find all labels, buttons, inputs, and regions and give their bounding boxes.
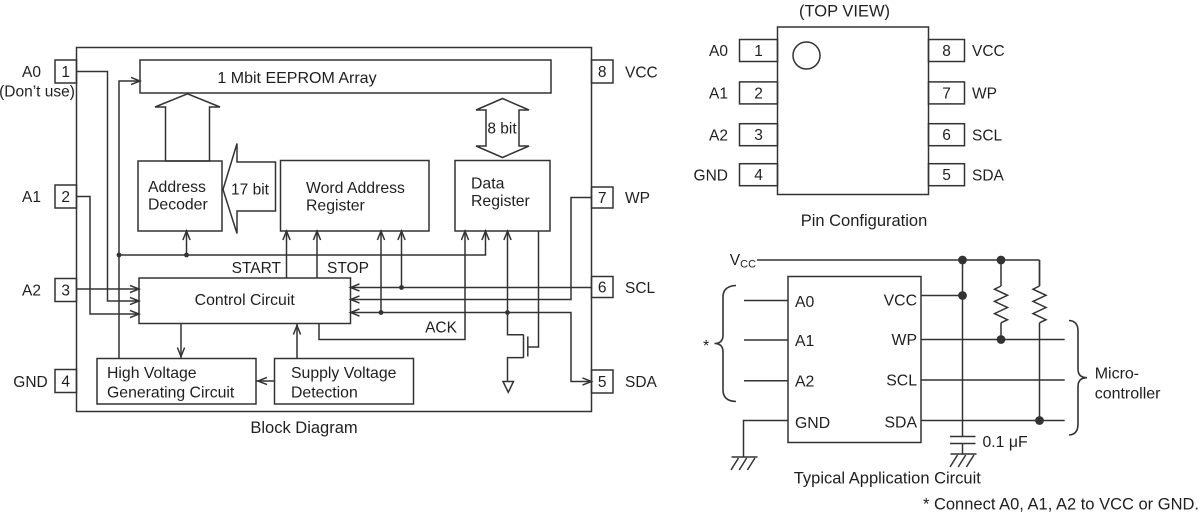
svg-text:Decoder: Decoder (148, 197, 208, 214)
svg-text:SDA: SDA (625, 374, 658, 391)
svg-text:SCL: SCL (972, 127, 1003, 144)
svg-text:0.1 μF: 0.1 μF (983, 434, 1028, 451)
svg-text:(Don’t use): (Don’t use) (0, 84, 75, 101)
svg-text:A0: A0 (22, 64, 41, 81)
svg-text:Register: Register (471, 193, 530, 210)
svg-text:Pin Configuration: Pin Configuration (801, 212, 928, 230)
svg-text:2: 2 (61, 189, 70, 206)
svg-text:GND: GND (795, 415, 830, 432)
svg-text:WP: WP (972, 86, 997, 103)
svg-text:controller: controller (1095, 386, 1161, 403)
svg-text:A1: A1 (795, 333, 815, 350)
svg-text:Word Address: Word Address (306, 180, 405, 197)
svg-text:6: 6 (598, 280, 607, 297)
svg-text:GND: GND (13, 374, 47, 391)
svg-text:Detection: Detection (291, 385, 358, 402)
svg-text:SCL: SCL (625, 280, 656, 297)
svg-text:SDA: SDA (885, 415, 918, 432)
svg-text:VCC: VCC (972, 43, 1005, 60)
svg-text:4: 4 (754, 167, 763, 184)
svg-text:Data: Data (471, 176, 505, 193)
svg-text:Supply Voltage: Supply Voltage (291, 365, 397, 382)
svg-text:GND: GND (694, 167, 728, 184)
svg-text:1: 1 (754, 43, 763, 60)
svg-text:2: 2 (754, 85, 763, 102)
svg-text:A2: A2 (22, 283, 41, 300)
svg-text:8 bit: 8 bit (487, 121, 517, 138)
svg-text:WP: WP (625, 190, 650, 207)
svg-text:Register: Register (306, 198, 365, 215)
svg-text:WP: WP (892, 332, 917, 349)
svg-text:Typical Application Circuit: Typical Application Circuit (794, 470, 981, 488)
svg-text:Micro-: Micro- (1095, 366, 1139, 383)
svg-text:VCC: VCC (625, 64, 658, 81)
svg-text:A2: A2 (795, 374, 814, 391)
svg-text:A1: A1 (709, 86, 728, 103)
svg-text:8: 8 (598, 64, 607, 81)
svg-text:7: 7 (598, 190, 607, 207)
svg-text:Control Circuit: Control Circuit (195, 292, 296, 309)
svg-text:3: 3 (754, 127, 763, 144)
svg-text:A0: A0 (709, 43, 728, 60)
svg-text:A1: A1 (22, 189, 41, 206)
svg-text:VCC: VCC (884, 293, 917, 310)
svg-text:Address: Address (148, 179, 206, 196)
svg-text:A2: A2 (709, 127, 728, 144)
svg-text:START: START (232, 260, 282, 277)
svg-text:ACK: ACK (425, 320, 458, 337)
svg-text:17 bit: 17 bit (231, 182, 270, 199)
svg-text:4: 4 (61, 374, 70, 391)
svg-text:5: 5 (598, 374, 607, 391)
svg-text:Generating Circuit: Generating Circuit (107, 385, 235, 402)
svg-text:(TOP VIEW): (TOP VIEW) (799, 3, 890, 21)
svg-text:7: 7 (942, 85, 951, 102)
svg-text:SDA: SDA (972, 167, 1005, 184)
svg-text:8: 8 (942, 43, 951, 60)
svg-text:SCL: SCL (886, 373, 917, 390)
svg-text:1 Mbit EEPROM Array: 1 Mbit EEPROM Array (217, 70, 376, 87)
svg-text:6: 6 (942, 127, 951, 144)
svg-text:* Connect A0, A1, A2 to VCC or: * Connect A0, A1, A2 to VCC or GND. (923, 496, 1199, 514)
svg-text:STOP: STOP (327, 260, 369, 277)
svg-text:1: 1 (61, 64, 70, 81)
svg-text:*: * (703, 338, 709, 355)
svg-text:3: 3 (61, 283, 70, 300)
svg-text:High Voltage: High Voltage (107, 365, 197, 382)
svg-text:A0: A0 (795, 294, 815, 311)
svg-text:5: 5 (942, 167, 951, 184)
svg-text:Block Diagram: Block Diagram (250, 419, 357, 437)
